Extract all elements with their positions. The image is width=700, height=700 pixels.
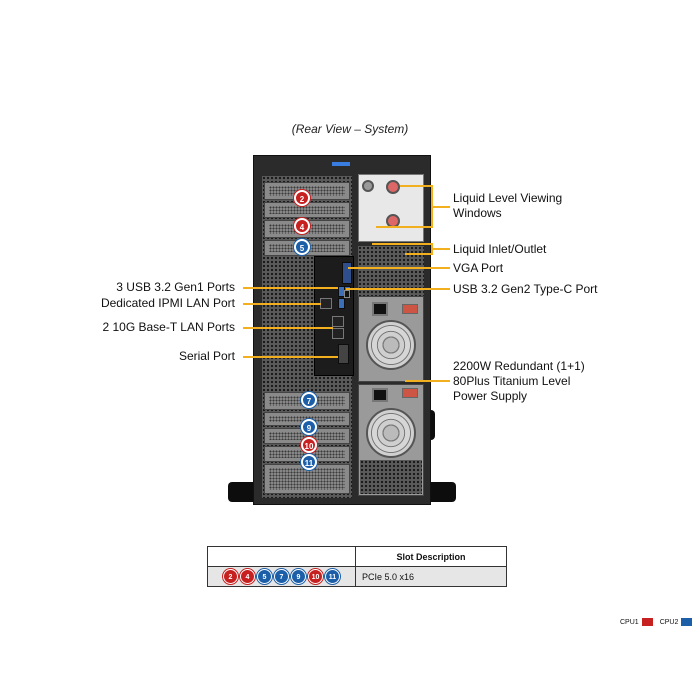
leader-liquid-level-out [432, 206, 450, 208]
table-badge-11: 11 [325, 569, 340, 584]
usb-port-3 [338, 298, 345, 309]
callout-serial: Serial Port [178, 349, 235, 363]
table-badge-9: 9 [291, 569, 306, 584]
liquid-inlet-fitting [362, 180, 374, 192]
leader-liquid-inlet-out [432, 248, 450, 250]
slot-badge-10: 10 [301, 437, 317, 453]
expansion-slot-3 [264, 202, 350, 218]
legend-cpu2-swatch [681, 618, 693, 626]
table-badge-5: 5 [257, 569, 272, 584]
callout-ipmi: Dedicated IPMI LAN Port [100, 296, 235, 310]
lan-10g-port-2 [332, 328, 344, 339]
callout-liquid-inlet: Liquid Inlet/Outlet [453, 242, 547, 256]
legend-cpu2-label: CPU2 [659, 618, 679, 626]
slot-badge-4: 4 [294, 218, 310, 234]
slot-badge-5: 5 [294, 239, 310, 255]
legend-cpu1-swatch [641, 618, 653, 626]
slot-badge-7: 7 [301, 392, 317, 408]
usb-typec-port [344, 290, 350, 298]
psu-2-handle [402, 388, 418, 398]
callout-vga: VGA Port [453, 261, 504, 275]
leader-vga [348, 267, 450, 269]
table-badge-10: 10 [308, 569, 323, 584]
ipmi-lan-port [320, 298, 332, 309]
callout-liquid-level-line1: Liquid Level Viewing [453, 191, 563, 205]
leader-usb-gen1 [243, 287, 338, 289]
psu-1-power-inlet [372, 302, 388, 316]
table-header-empty [207, 546, 356, 567]
leader-liquid-level-top [400, 185, 432, 187]
legend-cpu1-label: CPU1 [620, 618, 639, 626]
slot-badge-2: 2 [294, 190, 310, 206]
psu-2-power-inlet [372, 388, 388, 402]
vga-port [342, 262, 352, 284]
table-badge-7: 7 [274, 569, 289, 584]
view-title: (Rear View – System) [291, 122, 409, 136]
leader-psu [405, 380, 450, 382]
callout-liquid-level-line2: Windows [453, 206, 502, 220]
leader-usb-typec [346, 288, 450, 290]
callout-psu-line2: 80Plus Titanium Level [453, 374, 571, 388]
table-header-slot-description: Slot Description [355, 546, 507, 567]
leader-liquid-level-bottom [376, 226, 432, 228]
callout-10g-lan: 2 10G Base-T LAN Ports [102, 320, 235, 334]
psu-2-lower-vent [360, 460, 422, 494]
server-chassis-rear [253, 155, 431, 505]
leader-serial [243, 356, 338, 358]
callout-usb-gen1: 3 USB 3.2 Gen1 Ports [116, 280, 235, 294]
table-badge-4: 4 [240, 569, 255, 584]
psu-1-fan [366, 320, 416, 370]
table-badge-2: 2 [223, 569, 238, 584]
callout-psu-line1: 2200W Redundant (1+1) [453, 359, 585, 373]
callout-psu-line3: Power Supply [453, 389, 528, 403]
psu-1-handle [402, 304, 418, 314]
liquid-level-window-top [386, 180, 400, 194]
slot-badge-9: 9 [301, 419, 317, 435]
expansion-slot-11 [264, 464, 350, 494]
table-slot-description: PCIe 5.0 x16 [355, 566, 507, 587]
front-led-strip [332, 162, 350, 166]
slot-badge-11: 11 [301, 454, 317, 470]
right-vent-mesh [358, 246, 424, 296]
leader-liquid-inlet-top [372, 243, 432, 245]
callout-usb-typec: USB 3.2 Gen2 Type-C Port [453, 282, 598, 296]
serial-port [338, 344, 349, 364]
psu-2-fan [366, 408, 416, 458]
leader-liquid-inlet-bottom [405, 253, 432, 255]
cpu-legend: CPU1 CPU2 [620, 618, 693, 626]
table-header-row: Slot Description [207, 546, 507, 567]
leader-ipmi [243, 303, 321, 305]
lan-10g-port-1 [332, 316, 344, 327]
leader-10g-lan [243, 327, 333, 329]
